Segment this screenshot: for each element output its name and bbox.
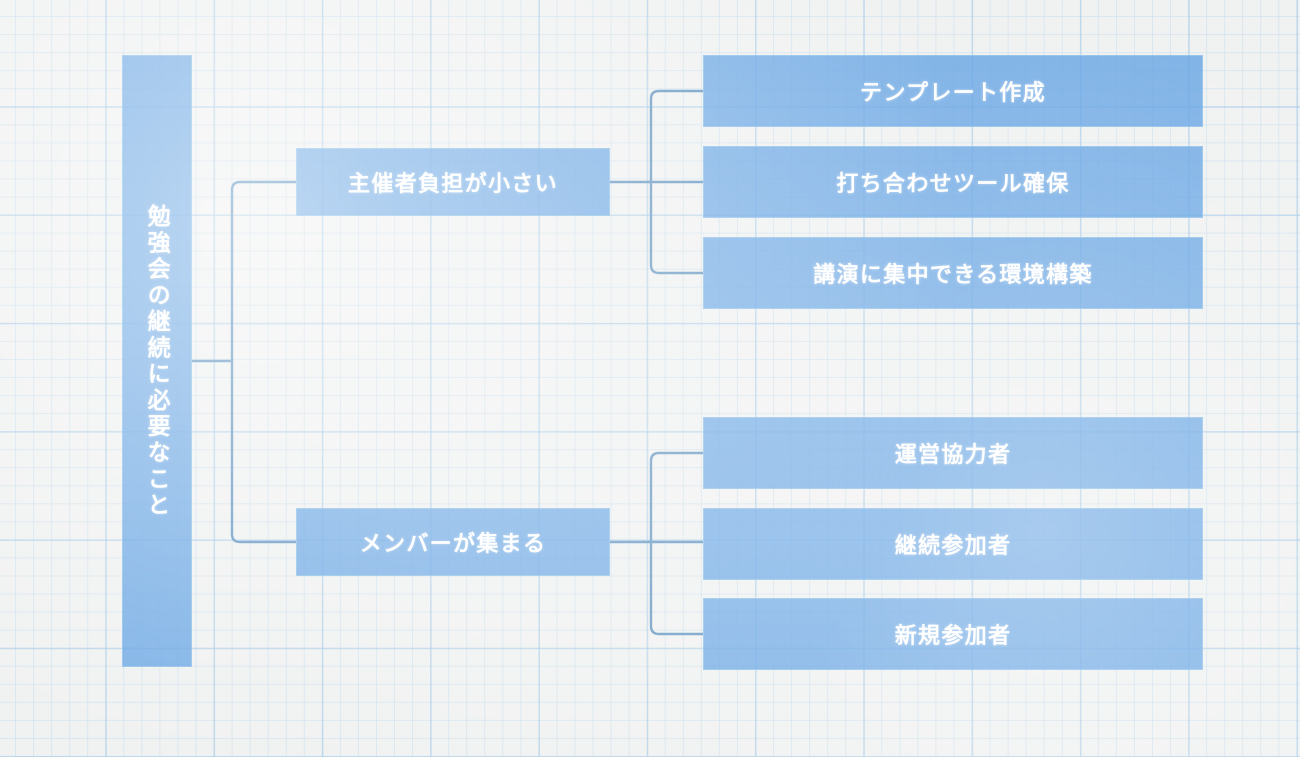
node-branch-members-gather[interactable]: メンバーが集まる bbox=[296, 508, 610, 576]
node-branch-0-label: 主催者負担が小さい bbox=[348, 171, 558, 196]
node-leaf-focus-environment[interactable]: 講演に集中できる環境構築 bbox=[703, 237, 1203, 309]
node-leaf-operation-supporter[interactable]: 運営協力者 bbox=[703, 417, 1203, 489]
node-leaf-5-label: 新規参加者 bbox=[894, 623, 1012, 648]
node-leaf-4-label: 継続参加者 bbox=[894, 533, 1012, 558]
node-leaf-meeting-tool[interactable]: 打ち合わせツール確保 bbox=[703, 146, 1203, 218]
node-leaf-new-participant[interactable]: 新規参加者 bbox=[703, 598, 1203, 670]
connector-root-to-branch-1 bbox=[230, 359, 298, 544]
node-leaf-3-label: 運営協力者 bbox=[894, 442, 1012, 467]
node-branch-1-label: メンバーが集まる bbox=[359, 531, 547, 556]
connector-branch-1-to-leaf-5 bbox=[649, 540, 705, 636]
node-leaf-template-creation[interactable]: テンプレート作成 bbox=[703, 55, 1203, 127]
node-leaf-returning-participant[interactable]: 継続参加者 bbox=[703, 508, 1203, 580]
connector-branch-0-to-leaf-2 bbox=[649, 180, 705, 275]
node-leaf-1-label: 打ち合わせツール確保 bbox=[836, 171, 1070, 196]
node-root[interactable]: 勉強会の継続に必要なこと bbox=[122, 55, 192, 667]
node-leaf-2-label: 講演に集中できる環境構築 bbox=[813, 262, 1093, 287]
node-root-label: 勉強会の継続に必要なこと bbox=[144, 203, 171, 519]
node-leaf-0-label: テンプレート作成 bbox=[860, 80, 1046, 105]
connector-branch-1-to-leaf-3 bbox=[649, 451, 705, 544]
connector-branch-0-to-leaf-0 bbox=[649, 89, 705, 184]
connector-root-to-branch-0 bbox=[230, 180, 298, 363]
node-branch-organizer-burden[interactable]: 主催者負担が小さい bbox=[296, 148, 610, 216]
